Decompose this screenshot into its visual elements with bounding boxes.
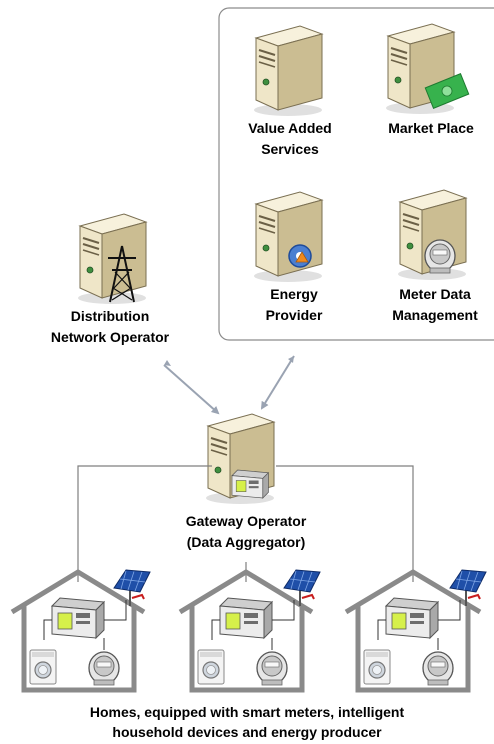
money-icon bbox=[424, 73, 470, 109]
dno-gateway-arrow bbox=[163, 364, 220, 415]
energy-provider-server-icon bbox=[253, 191, 323, 283]
market-place-server-icon bbox=[385, 23, 470, 115]
washing-machine-icon bbox=[29, 649, 57, 685]
solar-panel-icon bbox=[449, 569, 487, 607]
gateway-device-icon bbox=[231, 469, 269, 499]
energy-provider-label: Energy Provider bbox=[265, 286, 323, 323]
distribution-network-operator-label: Distribution Network Operator bbox=[50, 308, 170, 345]
value-added-services-label: Value Added Services bbox=[248, 120, 332, 157]
household-device-icon bbox=[385, 597, 439, 639]
power-pylon-icon bbox=[108, 245, 136, 303]
connector-right bbox=[276, 465, 414, 582]
household-device-icon bbox=[219, 597, 273, 639]
smart-meter-icon bbox=[422, 651, 454, 686]
washing-machine-icon bbox=[197, 649, 225, 685]
gateway-operator-label: Gateway Operator (Data Aggregator) bbox=[185, 513, 307, 550]
home-1 bbox=[10, 569, 151, 693]
household-device-icon bbox=[51, 597, 105, 639]
services-gateway-arrow bbox=[260, 355, 295, 410]
smart-meter-icon bbox=[88, 651, 120, 686]
gateway-operator-server-icon bbox=[205, 413, 275, 505]
solar-panel-icon bbox=[113, 569, 151, 607]
homes-caption: Homes, equipped with smart meters, intel… bbox=[89, 704, 405, 740]
meter-data-management-label: Meter Data Management bbox=[392, 286, 478, 323]
gear-icon bbox=[288, 244, 312, 268]
home-2 bbox=[178, 569, 321, 693]
market-place-label: Market Place bbox=[388, 120, 474, 136]
smart-meter-icon bbox=[256, 651, 288, 686]
services-group-panel bbox=[218, 7, 494, 341]
smart-meter-icon bbox=[424, 239, 456, 274]
connector-left bbox=[77, 465, 212, 582]
washing-machine-icon bbox=[363, 649, 391, 685]
home-3 bbox=[344, 569, 487, 693]
distribution-network-operator-server-icon bbox=[77, 213, 147, 305]
meter-data-management-server-icon bbox=[397, 189, 467, 281]
value-added-services-server-icon bbox=[253, 25, 323, 117]
